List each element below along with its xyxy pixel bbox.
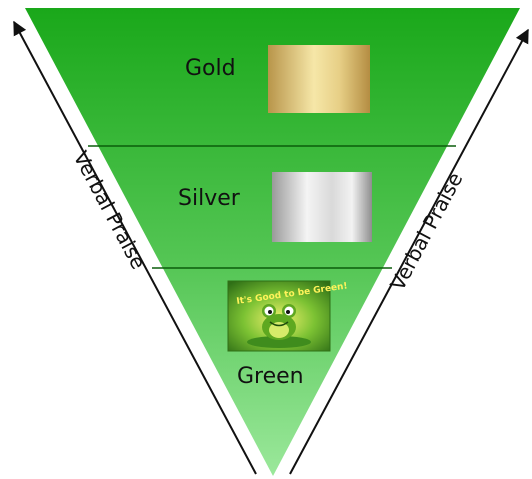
silver-bar-icon: [272, 172, 372, 242]
level-silver-label: Silver: [178, 186, 241, 211]
level-gold-label: Gold: [185, 56, 236, 81]
level-green-label: Green: [237, 364, 304, 389]
level-green: It's Good to be Green! Green: [228, 281, 348, 389]
gold-bar-icon: [268, 45, 370, 113]
frog-icon: It's Good to be Green!: [228, 281, 348, 351]
